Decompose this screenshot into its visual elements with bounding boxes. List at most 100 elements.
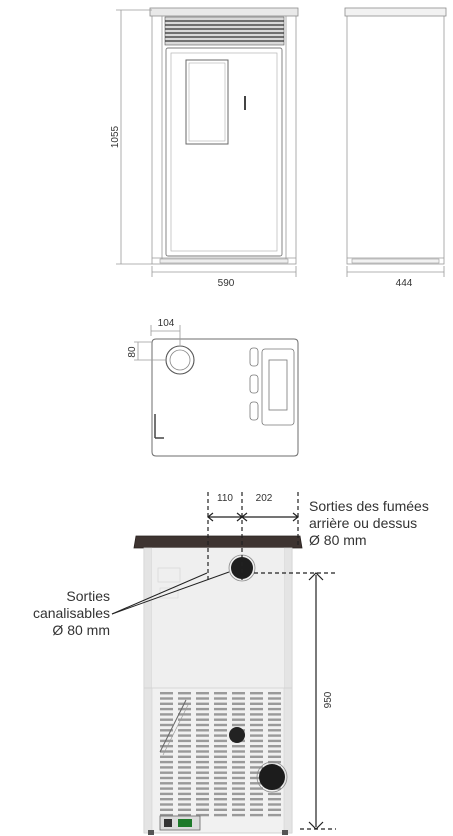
louvre-slot [160, 745, 173, 748]
louvre-slot [268, 718, 281, 721]
louvre-slot [178, 734, 191, 737]
louvre-slot [250, 813, 263, 817]
louvre-slot [232, 776, 245, 780]
louvre-slot [268, 702, 281, 705]
louvre-slot [250, 755, 263, 758]
louvre-slot [214, 798, 227, 801]
louvre-slot [160, 750, 173, 753]
louvre-slot [196, 798, 209, 801]
rear-ducted-outlet-lower [259, 764, 285, 790]
louvre-slot [178, 782, 191, 785]
callout-fumes-outlet: Sorties des fumées arrière ou dessus Ø 8… [309, 498, 429, 548]
louvre-slot [160, 739, 173, 743]
louvre-slot [214, 729, 227, 732]
louvre-slot [232, 792, 245, 796]
rear-flue-outlet [231, 557, 253, 579]
top-offset-y-label: 80 [127, 346, 138, 358]
louvre-slot [250, 760, 263, 764]
louvre-slot [196, 808, 209, 811]
louvre-slot [250, 723, 263, 727]
louvre-slot [196, 776, 209, 780]
louvre-slot [232, 707, 245, 711]
louvre-slot [232, 718, 245, 721]
louvre-slot [196, 803, 209, 806]
louvre-slot [250, 782, 263, 785]
louvre-slot [214, 697, 227, 700]
dimension-height-front: 1055 [110, 9, 152, 265]
louvre-slot [196, 782, 209, 785]
louvre-slot [214, 803, 227, 806]
louvre-slot [268, 713, 281, 716]
louvre-slot [178, 697, 191, 700]
ducted-callout-line1: Sorties [66, 588, 110, 604]
louvre-slot [196, 729, 209, 732]
louvre-slot [178, 713, 191, 716]
louvre-slot [250, 798, 263, 801]
louvre-slot [214, 692, 227, 695]
fumes-callout-line1: Sorties des fumées [309, 498, 429, 514]
louvre-slot [232, 745, 245, 748]
rear-offset-1-label: 110 [217, 493, 233, 504]
louvre-slot [214, 808, 227, 811]
louvre-slot [160, 723, 173, 727]
louvre-slot [214, 776, 227, 780]
side-view: 444 [344, 7, 447, 289]
louvre-slot [250, 697, 263, 700]
louvre-slot [160, 766, 173, 769]
louvre-slot [160, 707, 173, 711]
louvre-slot [232, 750, 245, 753]
louvre-slot [232, 755, 245, 758]
louvre-slot [214, 702, 227, 705]
louvre-slot [214, 787, 227, 790]
louvre-slot [160, 787, 173, 790]
louvre-slot [178, 760, 191, 764]
louvre-slot [268, 692, 281, 695]
louvre-slot [160, 808, 173, 811]
rear-height-label: 950 [323, 691, 334, 708]
louvre-slot [268, 697, 281, 700]
louvre-slot [232, 713, 245, 716]
louvre-slot [196, 739, 209, 743]
louvre-slot [214, 739, 227, 743]
louvre-slot [250, 718, 263, 721]
louvre-slot [214, 771, 227, 774]
louvre-slot [160, 803, 173, 806]
louvre-slot [178, 776, 191, 780]
rear-view: 110 202 950 Sorties des fumées arrière o… [33, 492, 429, 835]
louvre-slot [250, 792, 263, 796]
louvre-slot [178, 692, 191, 695]
louvre-slot [268, 808, 281, 811]
louvre-slot [214, 723, 227, 727]
front-top-grille [164, 16, 285, 46]
louvre-slot [214, 766, 227, 769]
width-front-label: 590 [218, 278, 235, 289]
louvre-slot [214, 718, 227, 721]
ducted-callout-line2: canalisables [33, 605, 110, 621]
louvre-slot [232, 813, 245, 817]
louvre-slot [196, 697, 209, 700]
louvre-slot [232, 760, 245, 764]
louvre-slot [268, 798, 281, 801]
louvre-slot [214, 707, 227, 711]
louvre-slot [268, 755, 281, 758]
louvre-slot [250, 750, 263, 753]
louvre-slot [250, 787, 263, 790]
louvre-slot [160, 776, 173, 780]
louvre-slot [160, 798, 173, 801]
dimension-depth-side: 444 [346, 266, 445, 289]
louvre-slot [160, 718, 173, 721]
louvre-slot [178, 739, 191, 743]
louvre-slot [160, 729, 173, 732]
louvre-slot [232, 723, 245, 727]
louvre-slot [232, 803, 245, 806]
top-view: 104 80 [127, 318, 299, 457]
front-door [165, 47, 283, 257]
louvre-slot [268, 745, 281, 748]
louvre-slot [196, 792, 209, 796]
louvre-slot [196, 702, 209, 705]
louvre-slot [178, 808, 191, 811]
louvre-slot [196, 787, 209, 790]
louvre-slot [196, 745, 209, 748]
louvre-slot [178, 755, 191, 758]
louvre-slot [268, 739, 281, 743]
